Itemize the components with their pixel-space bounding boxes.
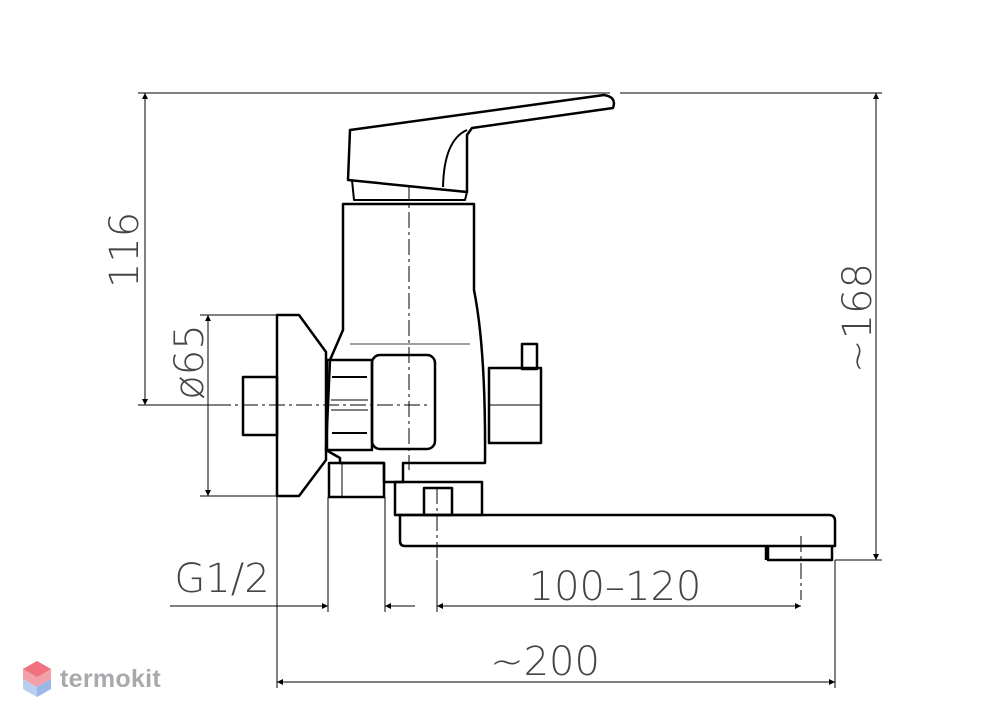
- spout-reach-label: 100–120: [529, 564, 702, 610]
- dim-168-label: ~168: [835, 263, 881, 373]
- brand-name: termokit: [60, 664, 162, 693]
- body-window: [370, 353, 437, 451]
- diverter-knob: [520, 342, 539, 371]
- faucet-body: [324, 202, 487, 484]
- lever-handle: [346, 93, 616, 194]
- threaded-connector: [327, 461, 386, 499]
- hexagon-logo-icon: [23, 661, 51, 697]
- spout-nut: [422, 486, 454, 517]
- dim-116-label: 116: [102, 212, 148, 288]
- thread-label: G1/2: [174, 556, 269, 602]
- wall-connector: [241, 375, 279, 437]
- dim-65-label: ø65: [167, 324, 213, 399]
- swivel-spout: [398, 513, 837, 562]
- brand-watermark: termokit: [22, 660, 161, 698]
- diverter: [487, 366, 543, 445]
- total-length-label: ~200: [490, 639, 600, 685]
